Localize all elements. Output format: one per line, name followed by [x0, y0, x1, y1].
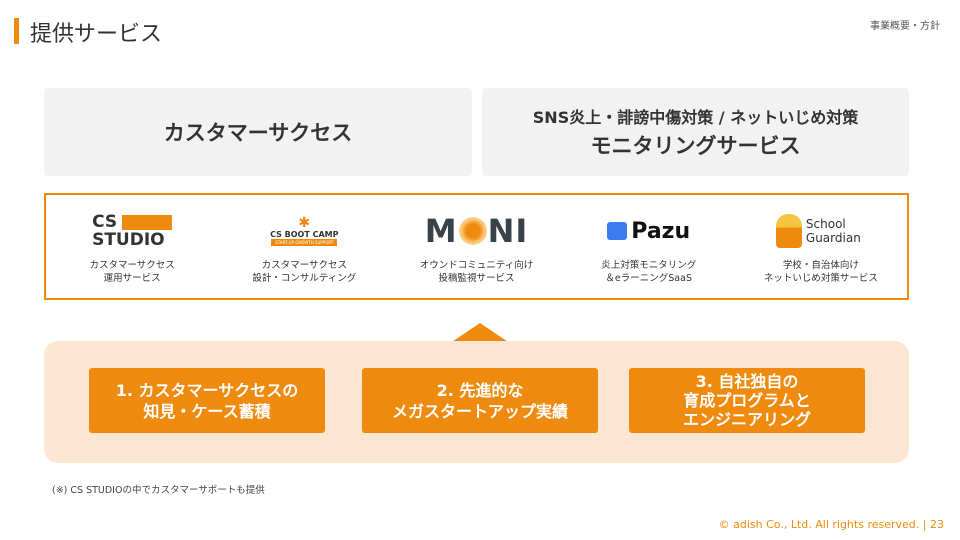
strength-text: メガスタートアップ実績 — [391, 401, 568, 421]
runner-icon: ✱ — [298, 215, 311, 231]
sun-icon — [458, 217, 487, 245]
strength-3: 3. 自社独自の育成プログラムとエンジニアリング — [629, 368, 865, 433]
page-title: 提供サービス — [30, 22, 163, 47]
strength-text: 1. カスタマーサクセスの — [115, 380, 299, 400]
service-desc: 学校・自治体向け — [782, 260, 859, 271]
title-accent-bar — [14, 18, 19, 44]
customer-success-box: カスタマーサクセス — [44, 88, 472, 176]
service-desc: カスタマーサクセス — [89, 260, 175, 271]
service-desc: 設計・コンサルティング — [252, 273, 357, 284]
service-desc: オウンドコミュニティ向け — [419, 260, 534, 271]
service-desc: 投稿監視サービス — [438, 273, 515, 284]
copyright: © adish Co., Ltd. All rights reserved. — [718, 518, 920, 531]
strength-text: 知見・ケース蓄積 — [143, 401, 271, 421]
footnote: (※) CS STUDIOの中でカスタマーサポートも提供 — [52, 485, 265, 496]
school-guardian-logo: School Guardian — [775, 209, 866, 253]
logo-text: Pazu — [631, 218, 691, 244]
breadcrumb: 事業概要・方針 — [870, 21, 940, 32]
cs-boot-camp-logo: ✱ CS BOOT CAMP START-UP GROWTH SUPPORT — [270, 209, 339, 253]
logo-text: CS BOOT CAMP — [270, 230, 339, 239]
pazu-logo: Pazu — [607, 209, 690, 253]
strength-2: 2. 先進的なメガスタートアップ実績 — [362, 368, 598, 433]
separator: | — [922, 518, 927, 531]
service-pazu: Pazu 炎上対策モニタリング ＆eラーニングSaaS — [563, 195, 735, 298]
service-desc: ネットいじめ対策サービス — [763, 273, 878, 284]
pazu-icon — [607, 222, 628, 240]
strength-1: 1. カスタマーサクセスの知見・ケース蓄積 — [89, 368, 325, 433]
page-number: 23 — [930, 518, 944, 531]
monitoring-box: SNS炎上・誹謗中傷対策 / ネットいじめ対策 モニタリングサービス — [482, 88, 909, 176]
box-label: SNS炎上・誹謗中傷対策 / ネットいじめ対策 — [532, 108, 859, 127]
service-school-guardian: School Guardian 学校・自治体向けネットいじめ対策サービス — [735, 195, 907, 298]
box-label: モニタリングサービス — [590, 134, 801, 158]
girl-mascot-icon — [775, 214, 802, 248]
logo-subtext: START-UP GROWTH SUPPORT — [271, 239, 338, 246]
strength-text: 2. 先進的な — [436, 380, 524, 400]
strength-text: 3. 自社独自の — [695, 372, 799, 391]
strength-text: 育成プログラムと — [683, 391, 811, 410]
service-cs-boot-camp: ✱ CS BOOT CAMP START-UP GROWTH SUPPORT カ… — [218, 195, 390, 298]
service-desc: カスタマーサクセス — [261, 260, 347, 271]
service-desc: 炎上対策モニタリング — [601, 260, 697, 271]
footer: © adish Co., Ltd. All rights reserved. |… — [719, 518, 944, 531]
box-label: カスタマーサクセス — [163, 121, 353, 145]
strength-text: エンジニアリング — [682, 410, 811, 429]
service-desc: ＆eラーニングSaaS — [605, 273, 692, 284]
service-desc: 運用サービス — [103, 273, 161, 284]
logo-text: School Guardian — [805, 217, 861, 245]
